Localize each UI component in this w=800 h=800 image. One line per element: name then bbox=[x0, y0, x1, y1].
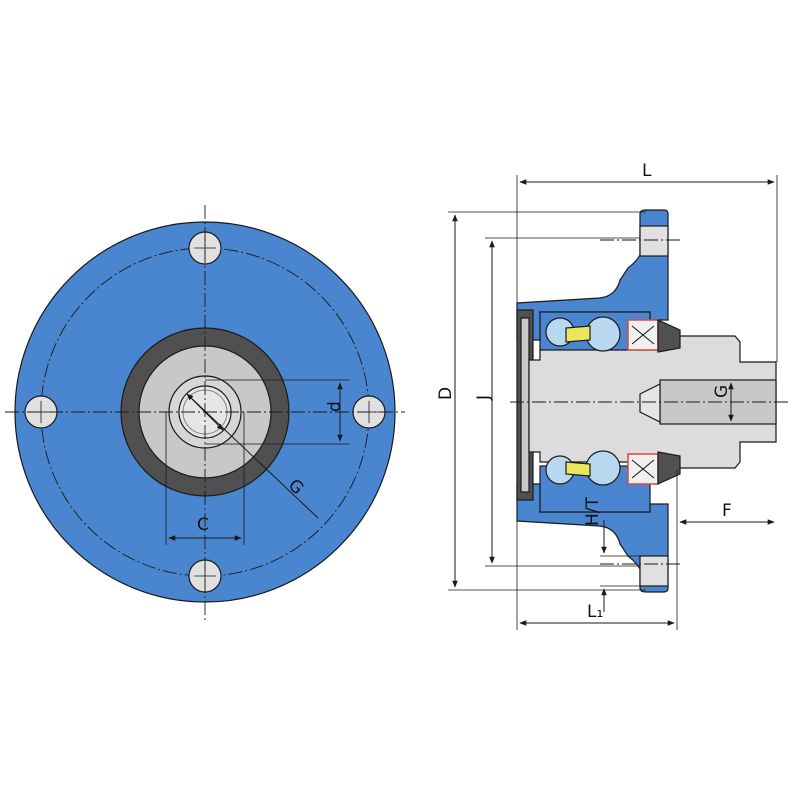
end-cap-inner bbox=[520, 317, 530, 493]
ball-lower-right bbox=[585, 450, 621, 486]
thread-bore bbox=[639, 383, 661, 423]
l1-label: L₁ bbox=[587, 602, 603, 622]
front-view: G d C bbox=[5, 205, 405, 620]
f-label: F bbox=[722, 501, 732, 521]
g-dimension-line bbox=[186, 393, 319, 519]
flange-hole-bottom bbox=[639, 555, 669, 587]
housing-upper bbox=[516, 209, 669, 341]
side-view: L D J G F H/T L₁ bbox=[436, 161, 790, 630]
ball-upper-right bbox=[585, 316, 621, 352]
g-side-label: G bbox=[712, 385, 732, 398]
l-label: L bbox=[642, 161, 652, 181]
d-label: d bbox=[325, 401, 345, 412]
retainer-upper bbox=[565, 325, 591, 343]
seal-ring-upper bbox=[657, 319, 681, 353]
c-label: C bbox=[197, 515, 209, 535]
retainer-lower bbox=[565, 461, 591, 477]
j-label: J bbox=[474, 395, 494, 401]
seal-ring-lower bbox=[657, 451, 681, 485]
ht-label: H/T bbox=[583, 496, 603, 526]
flange-hole-top bbox=[639, 225, 669, 257]
d-big-label: D bbox=[436, 387, 456, 400]
